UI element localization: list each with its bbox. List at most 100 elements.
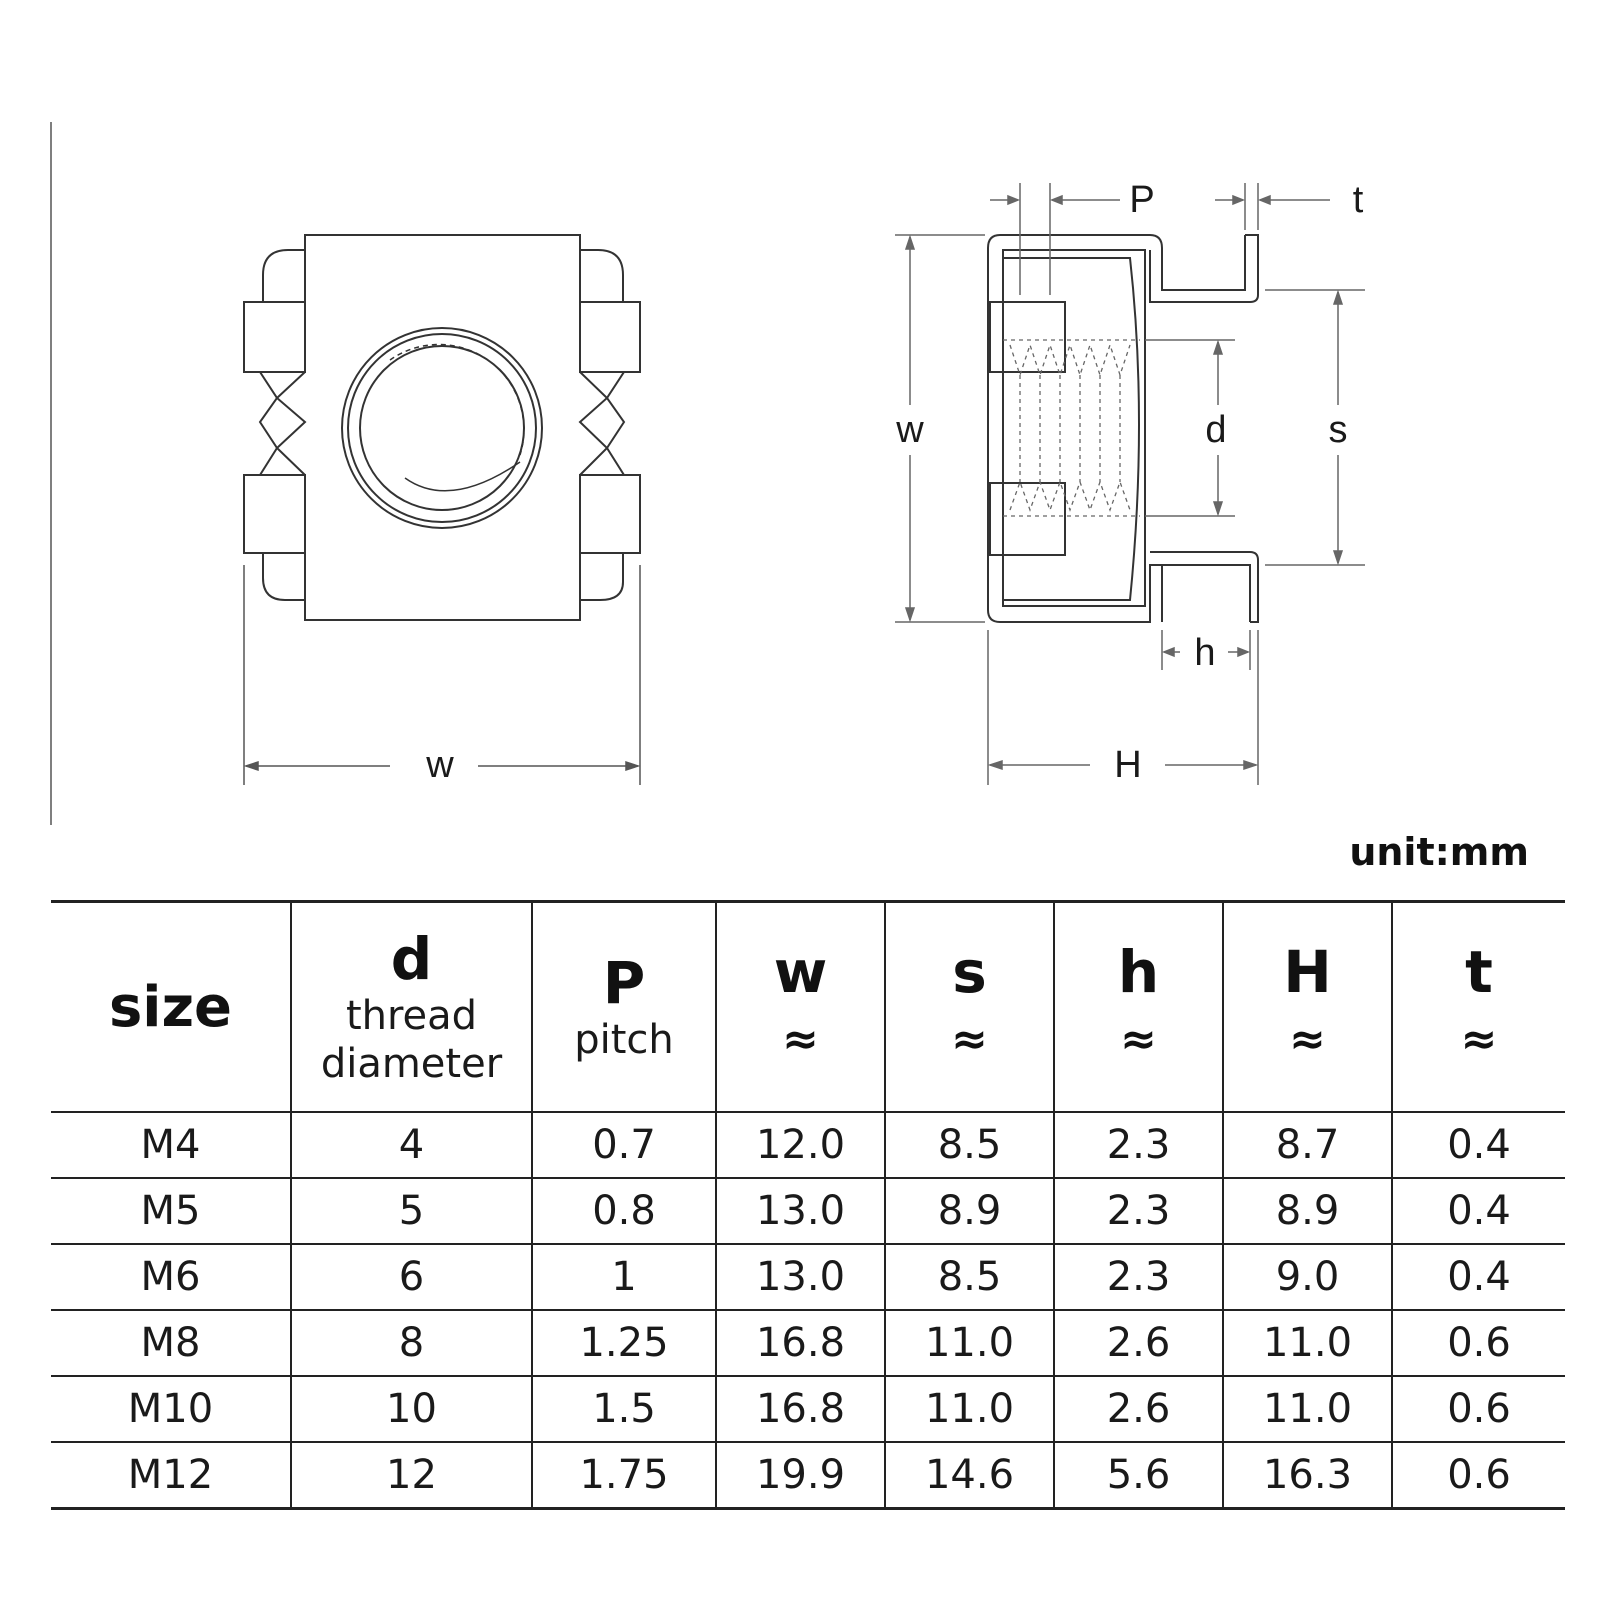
technical-drawing: w	[50, 122, 1365, 825]
header-P-symbol: P	[602, 949, 646, 1017]
table-cell: M8	[51, 1310, 291, 1377]
front-view-body	[243, 234, 641, 621]
table-cell: 12	[290, 1442, 532, 1510]
table-cell: 11.0	[884, 1310, 1054, 1377]
side-view-nut-body	[1003, 257, 1140, 601]
table-cell: 1	[531, 1244, 716, 1311]
front-view-tab-lines	[244, 250, 640, 600]
front-view	[243, 234, 641, 621]
table-row: M5 5 0.8 13.0 8.9 2.3 8.9 0.4	[51, 1178, 1565, 1245]
side-view-flange-top	[989, 301, 1066, 373]
table-cell: 4	[290, 1112, 532, 1179]
table-cell: 0.8	[531, 1178, 716, 1245]
table-cell: 12.0	[715, 1112, 885, 1179]
header-P: P pitch	[531, 901, 716, 1113]
dim-label-t: t	[1353, 179, 1364, 221]
front-view-middle-ring	[347, 333, 537, 523]
header-h-approx: ≈	[1120, 1014, 1157, 1065]
table-cell: 8.5	[884, 1112, 1054, 1179]
dim-label-s: s	[1329, 409, 1348, 451]
dim-label-P: P	[1129, 179, 1154, 221]
header-h: h ≈	[1053, 901, 1223, 1113]
table-cell: 0.7	[531, 1112, 716, 1179]
side-view-cage-outer	[987, 234, 1251, 623]
side-view-tab-thickness	[1149, 234, 1259, 303]
table-cell: M6	[51, 1244, 291, 1311]
table-cell: 2.3	[1053, 1244, 1223, 1311]
table-cell: M10	[51, 1376, 291, 1443]
table-cell: 10	[290, 1376, 532, 1443]
table-cell: 0.6	[1391, 1310, 1565, 1377]
side-view-thread	[1003, 339, 1140, 517]
header-h-symbol: h	[1117, 938, 1160, 1006]
front-view-outer-ring	[341, 327, 543, 529]
header-d: d thread diameter	[290, 901, 532, 1113]
table-row: M12 12 1.75 19.9 14.6 5.6 16.3 0.6	[51, 1442, 1565, 1510]
header-t: t ≈	[1391, 901, 1565, 1113]
table-row: M8 8 1.25 16.8 11.0 2.6 11.0 0.6	[51, 1310, 1565, 1377]
side-view-dimensions	[895, 183, 1365, 785]
header-d-symbol: d	[390, 925, 433, 993]
table-cell: 11.0	[1222, 1310, 1392, 1377]
header-H: H ≈	[1222, 901, 1392, 1113]
table-cell: 13.0	[715, 1178, 885, 1245]
table-cell: 2.3	[1053, 1112, 1223, 1179]
table-row: M6 6 1 13.0 8.5 2.3 9.0 0.4	[51, 1244, 1565, 1311]
header-w: w ≈	[715, 901, 885, 1113]
header-s-symbol: s	[952, 938, 987, 1006]
header-s: s ≈	[884, 901, 1054, 1113]
spec-table: size d thread diameter P pitch w ≈ s ≈ h…	[51, 900, 1565, 1510]
header-H-symbol: H	[1283, 938, 1332, 1006]
table-row: M4 4 0.7 12.0 8.5 2.3 8.7 0.4	[51, 1112, 1565, 1179]
table-cell: 16.3	[1222, 1442, 1392, 1510]
table-cell: M5	[51, 1178, 291, 1245]
unit-label: unit:mm	[1349, 830, 1529, 874]
front-view-notch-left	[275, 371, 307, 476]
dim-label-H: H	[1114, 744, 1141, 786]
table-cell: 8.5	[884, 1244, 1054, 1311]
header-P-sub: pitch	[574, 1017, 674, 1063]
table-cell: 0.6	[1391, 1376, 1565, 1443]
header-size-label: size	[108, 974, 233, 1040]
header-w-approx: ≈	[782, 1014, 819, 1065]
table-cell: 0.4	[1391, 1112, 1565, 1179]
table-cell: 9.0	[1222, 1244, 1392, 1311]
table-cell: 8.9	[884, 1178, 1054, 1245]
table-cell: 11.0	[884, 1376, 1054, 1443]
front-view-thread-start	[404, 461, 521, 492]
front-width-label: w	[425, 744, 454, 786]
table-cell: 1.25	[531, 1310, 716, 1377]
side-view-cage-inner	[1002, 249, 1146, 607]
side-view-flange-bottom	[989, 482, 1066, 556]
table-cell: 13.0	[715, 1244, 885, 1311]
dim-label-h: h	[1194, 632, 1215, 674]
dim-label-d: d	[1205, 409, 1226, 451]
front-view-thread-dashed	[389, 343, 525, 456]
table-cell: 16.8	[715, 1310, 885, 1377]
front-view-notch-right	[578, 371, 609, 476]
table-cell: 16.8	[715, 1376, 885, 1443]
table-cell: 0.6	[1391, 1442, 1565, 1510]
header-w-symbol: w	[773, 938, 828, 1006]
table-cell: 2.6	[1053, 1376, 1223, 1443]
table-cell: 6	[290, 1244, 532, 1311]
side-view	[987, 234, 1259, 623]
table-cell: 1.5	[531, 1376, 716, 1443]
table-cell: 8.9	[1222, 1178, 1392, 1245]
table-cell: 8	[290, 1310, 532, 1377]
side-view-bottom-return	[1150, 551, 1259, 623]
header-s-approx: ≈	[951, 1014, 988, 1065]
table-cell: M12	[51, 1442, 291, 1510]
header-d-sub-1: thread	[345, 993, 478, 1039]
dim-label-w-side: w	[895, 409, 924, 451]
table-row: M10 10 1.5 16.8 11.0 2.6 11.0 0.6	[51, 1376, 1565, 1443]
table-cell: 5	[290, 1178, 532, 1245]
table-cell: M4	[51, 1112, 291, 1179]
table-cell: 19.9	[715, 1442, 885, 1510]
header-t-symbol: t	[1465, 938, 1493, 1006]
spec-table-header-row: size d thread diameter P pitch w ≈ s ≈ h…	[51, 901, 1565, 1113]
header-H-approx: ≈	[1289, 1014, 1326, 1065]
header-d-sub-2: diameter	[320, 1041, 503, 1087]
table-cell: 14.6	[884, 1442, 1054, 1510]
table-cell: 5.6	[1053, 1442, 1223, 1510]
